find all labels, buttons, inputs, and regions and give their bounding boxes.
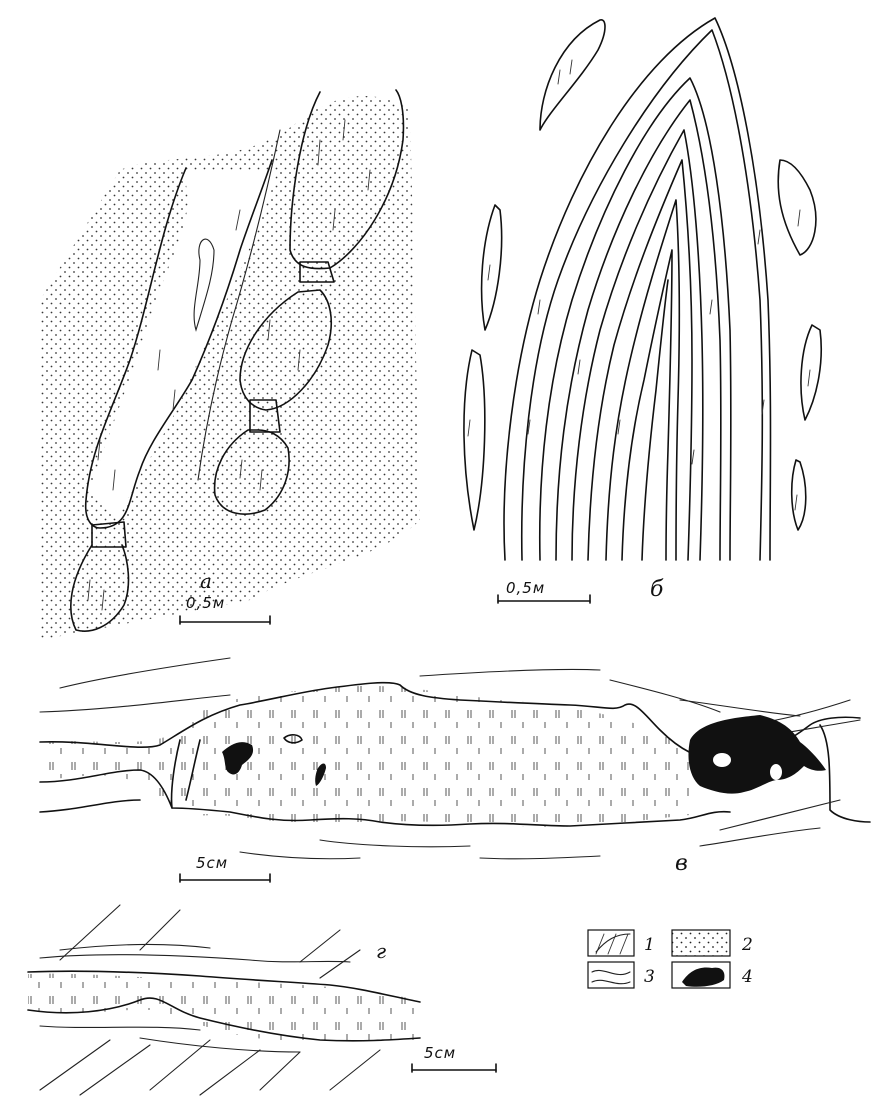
legend: 1 2 3 4 <box>588 930 753 988</box>
panel-b-label: б <box>650 577 664 602</box>
panel-b-fold-diagram: 0,5м б <box>464 18 821 603</box>
panel-v-label: в <box>675 851 688 876</box>
legend-swatch-3 <box>588 962 634 988</box>
panel-g-diagram: 5см г <box>28 905 496 1095</box>
panel-g-vein-fill <box>28 974 420 1041</box>
panel-g-label: г <box>376 939 386 963</box>
panel-g-scale-label: 5см <box>424 1044 456 1062</box>
panel-b-scale-label: 0,5м <box>506 579 545 597</box>
legend-num-3: 3 <box>644 967 655 987</box>
legend-num-4: 4 <box>741 967 753 987</box>
panel-v-black-inclusion-right <box>688 715 826 794</box>
legend-num-2: 2 <box>741 935 753 955</box>
panel-v-diagram: 5см в <box>40 658 870 882</box>
panel-a-diagram: 0,5м а <box>40 90 420 640</box>
legend-num-1: 1 <box>644 935 655 955</box>
panel-v-scale-label: 5см <box>196 854 228 872</box>
panel-b-lens-top-left <box>540 20 605 130</box>
panel-b-inner-fold <box>606 200 679 560</box>
panel-a-label: а <box>200 569 212 593</box>
panel-b-lens-right <box>778 160 816 255</box>
legend-swatch-2 <box>672 930 730 956</box>
panel-a-scale-label: 0,5м <box>186 594 225 612</box>
